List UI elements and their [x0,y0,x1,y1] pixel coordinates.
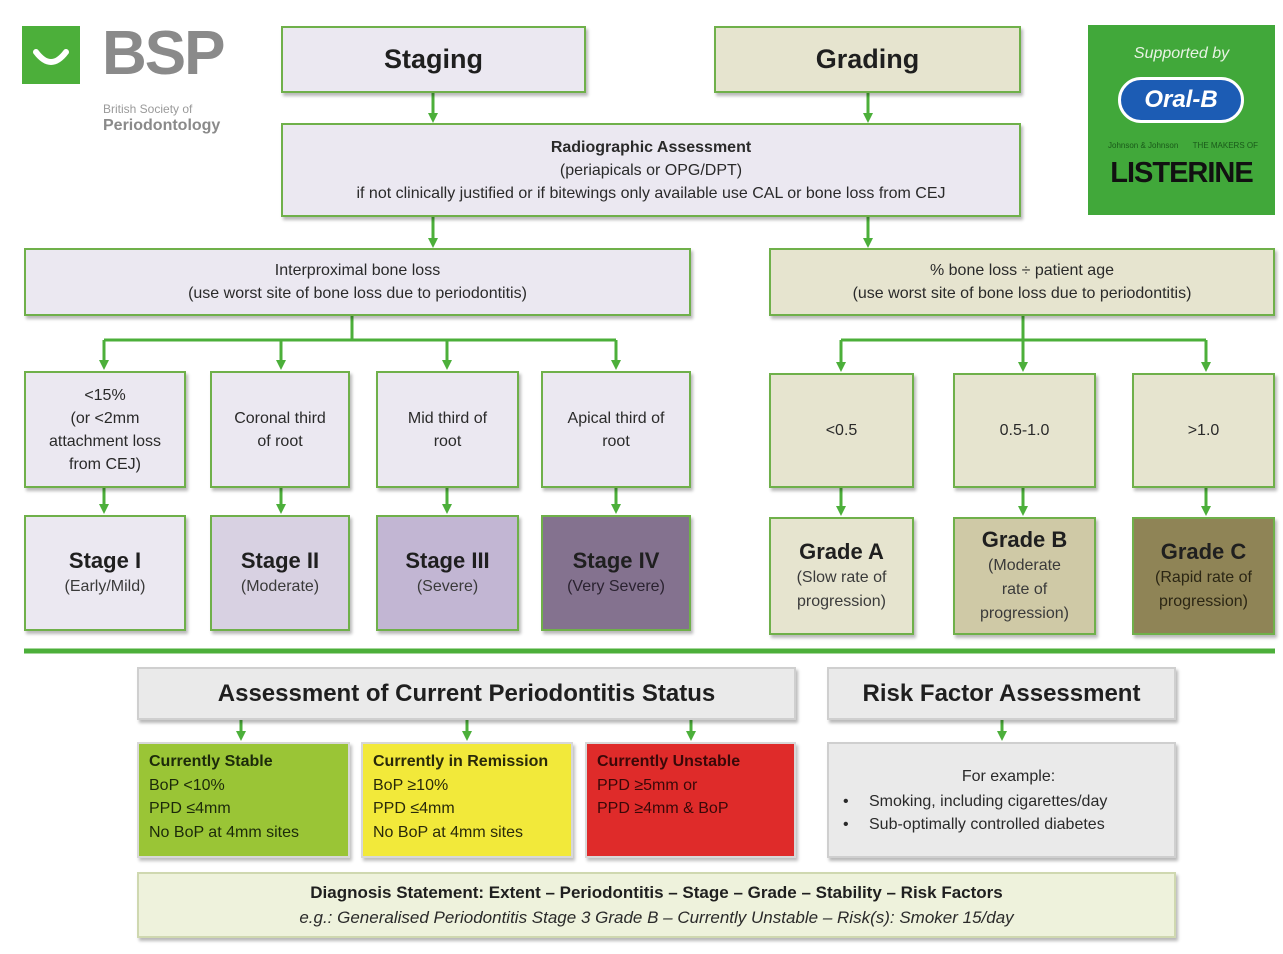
grade-desc: progression) [797,593,886,610]
status-line: No BoP at 4mm sites [373,823,523,841]
status-remission-box: Currently in Remission BoP ≥10% PPD ≤4mm… [361,742,573,858]
stage-2-box: Stage II (Moderate) [210,515,350,631]
criteria-text: Coronal third [234,409,326,427]
bsp-logo: BSP British Society of Periodontology [22,19,232,146]
bullet-icon: • [843,815,849,833]
jnj-text: Johnson & Johnson THE MAKERS OF [1108,141,1258,150]
stage-name: Stage I [68,548,142,573]
criteria-text: (or <2mm [70,409,140,427]
logo-line2: Periodontology [103,117,221,134]
diagnosis-line2: e.g.: Generalised Periodontitis Stage 3 … [299,908,1014,927]
smile-icon [22,26,80,84]
grade-a-box: Grade A (Slow rate of progression) [769,517,914,635]
grade-criteria-text: <0.5 [825,422,858,439]
interproximal-line1: Interproximal bone loss [274,262,441,279]
risk-intro: For example: [961,767,1056,785]
status-line: PPD ≤4mm [373,800,455,817]
logo-acronym: BSP [102,19,225,88]
status-stable-box: Currently Stable BoP <10% PPD ≤4mm No Bo… [137,742,350,858]
stage-criteria-1: <15% (or <2mm attachment loss from CEJ) [24,371,186,488]
grade-criteria-text: 0.5-1.0 [999,422,1050,439]
status-unstable-box: Currently Unstable PPD ≥5mm or PPD ≥4mm … [585,742,796,858]
grade-criteria-2: 0.5-1.0 [953,373,1096,488]
status-line: PPD ≥4mm & BoP [597,800,729,817]
assessment-title: Assessment of Current Periodontitis Stat… [217,679,716,707]
grade-desc: progression) [1159,593,1248,610]
grade-desc: (Moderate [988,557,1061,574]
bullet-icon: • [843,792,849,810]
grading-title: Grading [815,44,920,74]
stage-1-box: Stage I (Early/Mild) [24,515,186,631]
stage-desc: (Very Severe) [567,578,665,595]
assessment-header: Assessment of Current Periodontitis Stat… [137,667,796,720]
grade-desc: (Slow rate of [796,569,887,586]
listerine-text: LISTERINE [1110,157,1253,189]
status-line: BoP <10% [149,776,225,794]
radiographic-line2: if not clinically justified or if bitewi… [356,184,946,202]
grade-c-box: Grade C (Rapid rate of progression) [1132,517,1275,635]
boneloss-line1: % bone loss ÷ patient age [929,262,1114,279]
risk-item: •Smoking, including cigarettes/day [843,790,1107,813]
risk-header: Risk Factor Assessment [827,667,1176,720]
status-title: Currently Unstable [597,753,741,770]
grade-criteria-text: >1.0 [1187,422,1220,439]
grade-name: Grade B [981,527,1068,552]
boneloss-age-box: % bone loss ÷ patient age (use worst sit… [769,248,1275,316]
status-title: Currently Stable [149,753,273,770]
criteria-text: root [602,432,630,450]
staging-header: Staging [281,26,586,93]
radiographic-assessment-box: Radiographic Assessment (periapicals or … [281,123,1021,217]
status-line: PPD ≥5mm or [597,776,698,794]
radiographic-title: Radiographic Assessment [550,138,752,156]
boneloss-line2: (use worst site of bone loss due to peri… [852,285,1192,302]
risk-item: •Sub-optimally controlled diabetes [843,813,1105,836]
stage-desc: (Early/Mild) [64,578,146,595]
sponsor-panel: Supported by Oral-B Johnson & Johnson TH… [1088,25,1275,215]
criteria-text: Apical third of [567,409,665,427]
staging-title: Staging [384,44,483,74]
criteria-text: Mid third of [407,409,488,427]
grading-header: Grading [714,26,1021,93]
grade-criteria-1: <0.5 [769,373,914,488]
stage-name: Stage IV [572,548,660,573]
status-line: PPD ≤4mm [149,800,231,817]
grade-desc: progression) [980,605,1069,622]
status-title: Currently in Remission [373,753,549,770]
grade-name: Grade C [1160,539,1247,564]
risk-title: Risk Factor Assessment [862,679,1141,707]
criteria-text: root [433,432,462,450]
stage-desc: (Severe) [416,578,479,595]
grade-name: Grade A [799,539,884,564]
risk-examples-box: For example: •Smoking, including cigaret… [827,742,1176,858]
interproximal-line2: (use worst site of bone loss due to peri… [188,285,527,302]
stage-criteria-3: Mid third of root [376,371,519,488]
diagnosis-line1: Diagnosis Statement: Extent – Periodonti… [310,883,1003,902]
criteria-text: attachment loss [48,432,162,450]
criteria-text: <15% [84,386,126,404]
stage-criteria-4: Apical third of root [541,371,691,488]
stage-desc: (Moderate) [240,578,320,595]
criteria-text: from CEJ) [69,455,141,473]
diagnosis-statement-box: Diagnosis Statement: Extent – Periodonti… [137,872,1176,938]
stage-name: Stage II [240,548,320,573]
grade-desc: rate of [1001,581,1048,598]
oral-b-text: Oral-B [1144,86,1218,113]
status-line: No BoP at 4mm sites [149,823,299,841]
grade-criteria-3: >1.0 [1132,373,1275,488]
logo-line1: British Society of [103,102,193,116]
criteria-text: of root [257,432,303,450]
status-line: BoP ≥10% [373,776,449,794]
radiographic-line1: (periapicals or OPG/DPT) [559,161,743,179]
grade-desc: (Rapid rate of [1155,569,1252,586]
interproximal-bone-loss-box: Interproximal bone loss (use worst site … [24,248,691,316]
stage-4-box: Stage IV (Very Severe) [541,515,691,631]
oral-b-logo: Oral-B [1118,77,1244,123]
stage-3-box: Stage III (Severe) [376,515,519,631]
stage-name: Stage III [405,548,490,573]
supported-by-text: Supported by [1133,45,1230,62]
stage-criteria-2: Coronal third of root [210,371,350,488]
grade-b-box: Grade B (Moderate rate of progression) [953,517,1096,635]
